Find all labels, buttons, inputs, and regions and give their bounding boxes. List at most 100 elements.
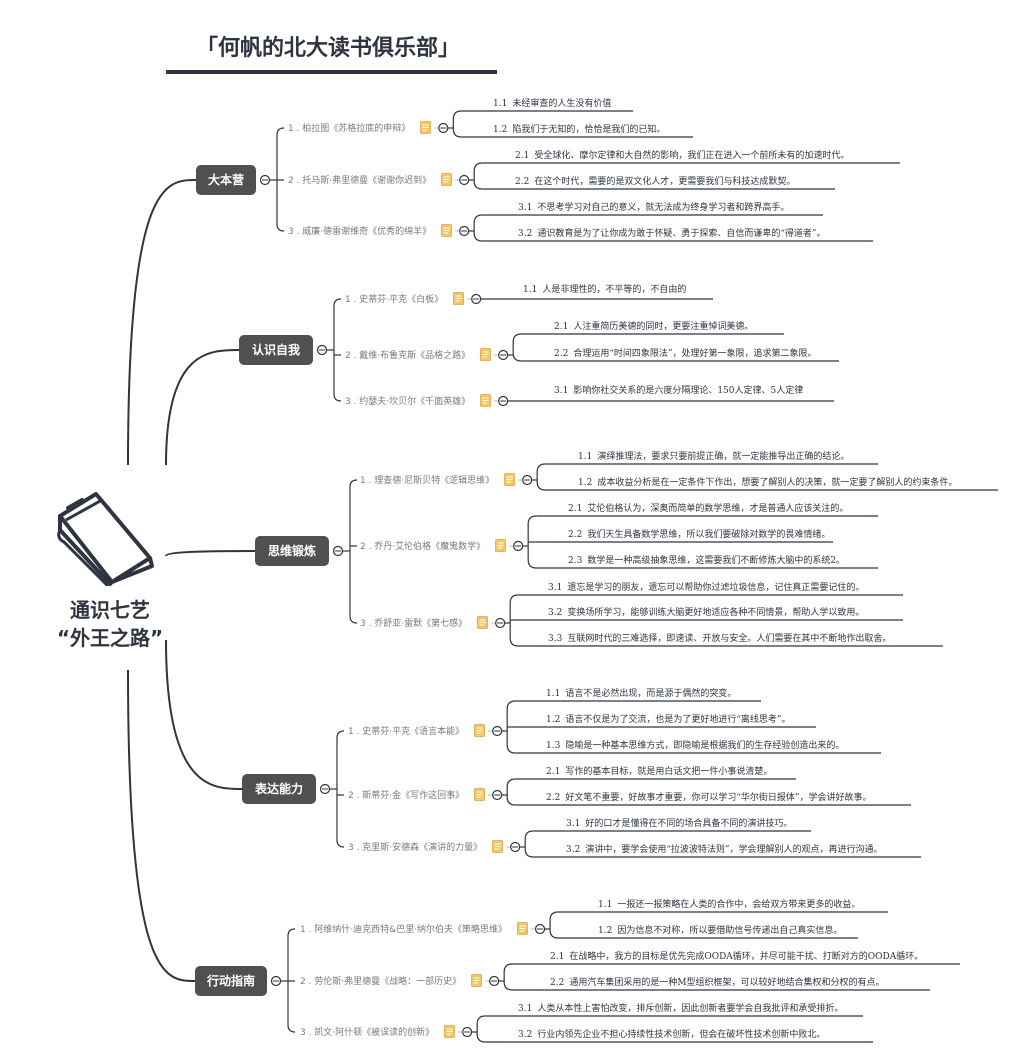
book-title[interactable]: 2 . 戴维·布鲁克斯《品格之路》 (345, 351, 471, 361)
root-branch-connector (165, 550, 256, 557)
note-icon[interactable] (474, 724, 486, 737)
note-icon[interactable] (474, 788, 486, 801)
key-point-text: 人注重简历美德的同时，更要注重悼词美德。 (573, 322, 754, 332)
key-point-number: 2.1 (554, 322, 569, 332)
key-point-text: 演绎推理法，要求只要前提正确，就一定能推导出正确的结论。 (597, 452, 850, 462)
key-point-text: 隐喻是一种基本思维方式，即隐喻是根据我们的生存经验创造出来的。 (565, 741, 845, 751)
book-title[interactable]: 1 . 史蒂芬·平克《白板》 (345, 295, 444, 305)
note-icon[interactable] (471, 974, 483, 987)
note-icon[interactable] (517, 922, 528, 935)
category-node[interactable]: 表达能力 (242, 774, 316, 804)
point-bracket (476, 1015, 486, 1043)
point-bracket (549, 911, 559, 939)
note-icon[interactable] (480, 348, 492, 361)
note-icon[interactable] (504, 473, 516, 486)
key-point-number: 2.2 (568, 530, 583, 540)
book-title[interactable]: 3 . 威廉·德雷谢维奇《优秀的绵羊》 (288, 227, 432, 237)
note-icon[interactable] (495, 539, 507, 552)
book-bracket (349, 479, 358, 624)
key-point-text: 语言不是必然出现，而是源于偶然的突变。 (565, 689, 737, 699)
key-point-text: 行业内领先企业不担心持续性技术创新，但会在破坏性技术创新中败北。 (537, 1030, 826, 1040)
key-point-number: 2.1 (515, 151, 530, 161)
key-point-text: 人是非理性的，不平等的，不自由的 (542, 285, 687, 295)
key-point-text: 变换场所学习，能够训练大脑更好地适应各种不同情景，帮助人学以致用。 (567, 608, 865, 618)
note-icon[interactable] (444, 1025, 456, 1038)
note-icon[interactable] (420, 121, 432, 134)
category-node[interactable]: 大本营 (196, 165, 256, 195)
key-point-number: 2.1 (546, 767, 561, 777)
root-node[interactable]: 通识七艺 “外王之路” (40, 596, 180, 652)
key-point-text: 通用汽车集团采用的是一种M型组织框架，可以较好地结合集权和分权的有点。 (569, 978, 885, 988)
key-point-number: 2.2 (554, 349, 569, 359)
note-icon[interactable] (492, 840, 504, 853)
key-point[interactable]: 2.1 艾伦伯格认为，深奥而简单的数学思维，才是普通人应该关注的。 (568, 501, 848, 514)
note-icon[interactable] (477, 616, 489, 629)
book-title[interactable]: 1 . 理查德·尼斯贝特《逻辑思维》 (360, 476, 495, 486)
book-title[interactable]: 3 . 凯文·阿什顿《被误读的创新》 (300, 1028, 435, 1038)
key-point-text: 成本收益分析是在一定条件下作出，想要了解别人的决策，就一定要了解别人的约束条件。 (597, 478, 958, 488)
category-node[interactable]: 行动指南 (195, 966, 267, 996)
book-title[interactable]: 3 . 乔舒亚·雷默《第七感》 (360, 619, 468, 629)
book-title[interactable]: 1 . 柏拉图《苏格拉底的申辩》 (288, 124, 411, 134)
key-point-text: 好的口才是懂得在不同的场合具备不同的演讲技巧。 (585, 819, 793, 829)
book-title[interactable]: 3 . 克里斯·安德森《演讲的力量》 (348, 843, 483, 853)
book-title[interactable]: 3 . 约瑟夫·坎贝尔《千面英雄》 (345, 397, 471, 407)
key-point-number: 2.2 (515, 177, 530, 187)
key-point-text: 未经审查的人生没有价值 (512, 99, 612, 109)
key-point-number: 2.2 (550, 978, 565, 988)
key-point-text: 互联网时代的三难选择，即速读、开放与安全。人们需要在其中不断地作出取舍。 (567, 634, 892, 644)
key-point[interactable]: 2.1 人注重简历美德的同时，更要注重悼词美德。 (554, 319, 753, 332)
key-point-number: 2.1 (568, 504, 583, 514)
title-underline (166, 70, 497, 74)
note-icon[interactable] (480, 394, 492, 407)
root-branch-connector (127, 669, 196, 982)
key-point[interactable]: 3.2 变换场所学习，能够训练大脑更好地适应各种不同情景，帮助人学以致用。 (548, 605, 864, 618)
key-point-number: 3.2 (548, 608, 563, 618)
key-point-number: 2.1 (550, 952, 565, 962)
note-icon[interactable] (441, 224, 453, 237)
key-point-text: 艾伦伯格认为，深奥而简单的数学思维，才是普通人应该关注的。 (587, 504, 849, 514)
book-title[interactable]: 2 . 劳伦斯·弗里德曼《战略：一部历史》 (300, 977, 462, 987)
book-title[interactable]: 2 . 乔丹·艾伦伯格《魔鬼数学》 (360, 542, 486, 552)
key-point-text: 不思考学习对自己的意义，就无法成为终身学习者和跨界高手。 (537, 203, 790, 213)
book-title[interactable]: 1 . 阿维纳什·迪克西特&巴里·纳尔伯夫《策略思维》 (300, 925, 508, 935)
category-node[interactable]: 认识自我 (239, 335, 313, 365)
book-title[interactable]: 1 . 史蒂芬·平克《语言本能》 (348, 727, 465, 737)
category-node[interactable]: 思维锻炼 (255, 536, 329, 566)
root-branch-connector (165, 639, 243, 790)
note-icon[interactable] (453, 292, 465, 305)
key-point-number: 1.1 (523, 285, 538, 295)
book-title[interactable]: 2 . 托马斯·弗里德曼《谢谢你迟到》 (288, 176, 432, 186)
key-point[interactable]: 1.1 人是非理性的，不平等的，不自由的 (523, 282, 686, 295)
point-bracket (524, 830, 534, 858)
key-point[interactable]: 2.2 通用汽车集团采用的是一种M型组织框架，可以较好地结合集权和分权的有点。 (550, 975, 885, 988)
book-title[interactable]: 2 . 斯蒂芬·金《写作这回事》 (348, 791, 465, 801)
note-icon[interactable] (441, 173, 453, 186)
